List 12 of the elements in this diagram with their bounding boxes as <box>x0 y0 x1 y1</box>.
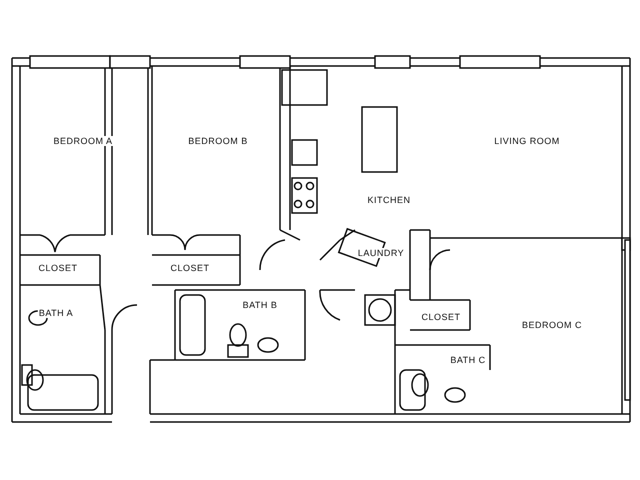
room-label: CLOSET <box>38 263 78 273</box>
room-label: BATH B <box>242 300 278 310</box>
room-label: BATH C <box>449 355 487 365</box>
room-label: BATH A <box>38 308 74 318</box>
room-label: CLOSET <box>420 312 462 322</box>
room-label: KITCHEN <box>366 195 412 205</box>
room-label: BEDROOM A <box>52 136 114 146</box>
room-label: BEDROOM B <box>187 136 249 146</box>
room-label: LIVING ROOM <box>493 136 561 146</box>
room-label: BEDROOM C <box>521 320 583 330</box>
room-label: LAUNDRY <box>356 248 406 258</box>
room-label: CLOSET <box>170 263 210 273</box>
